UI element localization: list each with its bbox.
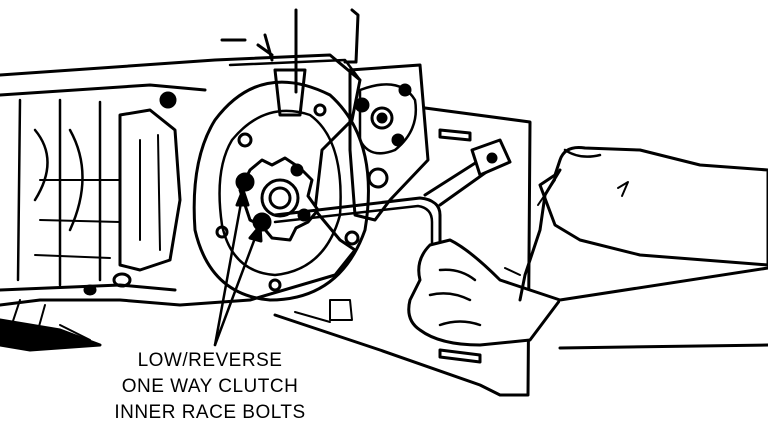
lower-hand [407,238,768,350]
leader-arrowhead-upper [235,188,250,207]
holding-fixture-plate [273,106,532,397]
callout-label: LOW/REVERSE ONE WAY CLUTCH INNER RACE BO… [60,348,360,426]
clutch-hub [235,156,320,242]
top-linkage [220,8,362,117]
callout-line-3: INNER RACE BOLTS [114,402,306,423]
race-bolt-lower [252,212,272,232]
race-bolt-upper [235,172,255,192]
callout-line-1: LOW/REVERSE [137,350,283,371]
leader-arrowhead-lower [248,224,263,243]
callout-line-2: ONE WAY CLUTCH [121,376,299,397]
upper-hand [518,146,768,302]
torque-wrench [273,138,512,267]
callout-leaders [213,188,263,347]
transmission-case [0,53,362,352]
adapter-plate [192,80,370,302]
